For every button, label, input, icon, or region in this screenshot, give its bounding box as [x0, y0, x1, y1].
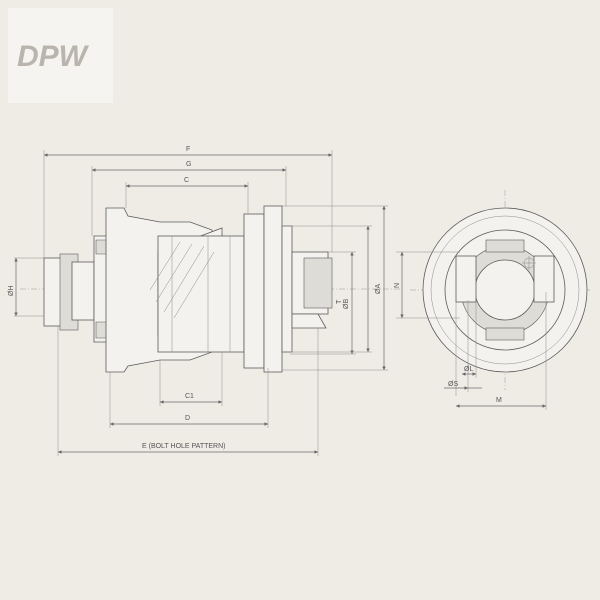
dim-d-label: D	[185, 415, 190, 422]
logo-mark: DPW	[17, 40, 90, 73]
dim-t-label: T	[336, 299, 343, 304]
end-view	[396, 190, 590, 410]
side-view	[14, 150, 400, 456]
dim-b-label: ØB	[343, 299, 350, 309]
dim-g-label: G	[186, 161, 191, 168]
dim-m-label: M	[496, 397, 502, 404]
dpw-logo: DPW	[17, 40, 90, 73]
dim-c1-label: C1	[185, 393, 194, 400]
dim-h-label: ØH	[8, 286, 15, 297]
dim-a-label: ØA	[375, 284, 382, 294]
dim-l-label: ØL	[464, 366, 473, 373]
dim-c-label: C	[184, 177, 189, 184]
dim-s-label: ØS	[448, 381, 458, 388]
logo-panel	[8, 8, 113, 103]
dim-n-label: N	[394, 283, 401, 288]
dimension-labels: F G C C1 D E (BOLT HOLE PATTERN) ØH ØB T…	[8, 146, 502, 450]
dim-f-label: F	[186, 146, 190, 153]
dim-e-label: E (BOLT HOLE PATTERN)	[142, 443, 226, 450]
